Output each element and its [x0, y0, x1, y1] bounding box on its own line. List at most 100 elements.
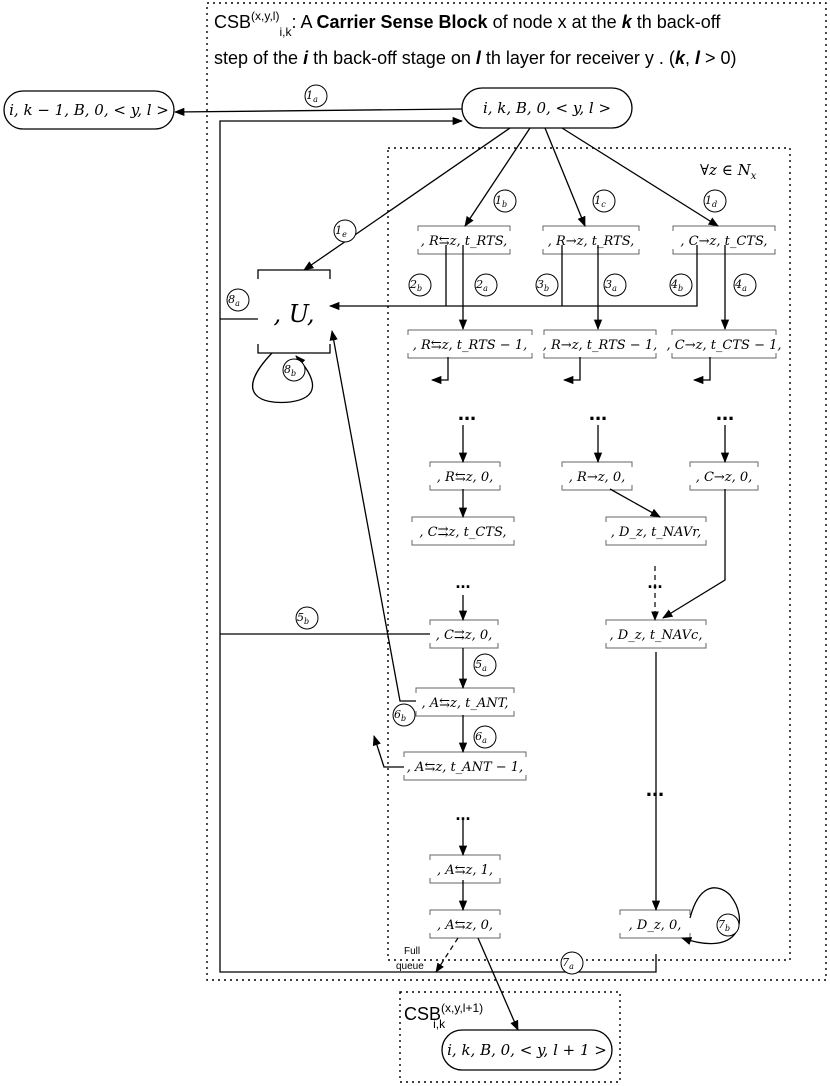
turn-arrow-1 — [430, 357, 449, 385]
transition-circle-l7b — [716, 913, 740, 937]
turn-arrow-3 — [692, 357, 711, 385]
transition-circle-l3b — [535, 273, 559, 297]
transition-circle-l8a — [226, 288, 250, 312]
ellipsis-col1-low: ... — [455, 804, 470, 824]
ellipsis-col2-low: ... — [646, 776, 664, 801]
transition-circle-l7a — [560, 951, 584, 975]
transition-circle-l1e — [333, 219, 357, 243]
transition-label-l3b: 3b — [537, 278, 549, 293]
state-label-a-ant: , A⇆z, t_ANT, — [421, 696, 508, 711]
u-state-label: , U, — [274, 300, 315, 328]
state-label-a-1: , A⇆z, 1, — [437, 863, 493, 878]
transition-circle-l3a — [603, 273, 627, 297]
state-label-c2-0: , C⇉z, 0, — [436, 628, 493, 643]
state-box-r-left-rts-m1 — [407, 329, 533, 359]
transition-circle-l5a — [473, 653, 497, 677]
transition-circle-l5b — [295, 606, 319, 630]
transition-label-l6b: 6b — [394, 708, 406, 723]
transition-circle-l1a — [304, 84, 328, 108]
state-label-d-navr: , D_z, t_NAVr, — [611, 525, 701, 540]
bottom-state-label: i, k, B, 0, < y, l + 1 > — [447, 1041, 607, 1059]
edge-col3-b — [662, 489, 726, 619]
top-state-label: i, k, B, 0, < y, l > — [483, 99, 611, 117]
bottom-csb-frame — [399, 991, 621, 1083]
ellipsis-col2-mid: ... — [647, 572, 662, 592]
ellipsis-col3-top: ... — [716, 400, 734, 425]
state-box-r-right-rts — [542, 225, 640, 255]
transition-circle-l1c — [592, 189, 616, 213]
state-label-r-left-0: , R⇆z, 0, — [437, 470, 493, 485]
ellipsis-col1-mid: ... — [455, 572, 470, 592]
transition-label-l7b: 7b — [718, 918, 730, 933]
state-label-c-cts: , C→z, t_CTS, — [680, 234, 767, 249]
transition-label-l7a: 7a — [562, 956, 574, 971]
transition-label-l2b: 2b — [409, 278, 422, 293]
u-state-bracket — [257, 269, 331, 354]
edge-1e — [303, 127, 511, 271]
transition-circle-l6a — [473, 725, 497, 749]
state-label-r-right-rts: , R→z, t_RTS, — [548, 234, 635, 249]
state-box-c-cts — [672, 225, 776, 255]
transition-circle-l2b — [408, 273, 432, 297]
state-label-d-navc: , D_z, t_NAVc, — [610, 628, 703, 643]
transition-label-l5a: 5a — [475, 658, 487, 673]
queue-label: queue — [396, 961, 424, 972]
ellipsis-group: ... ... ... ... ... ... ... — [455, 400, 734, 824]
state-label-c-cts-m1: , C→z, t_CTS − 1, — [666, 338, 781, 353]
bottom-state-node — [441, 1029, 613, 1071]
edge-to-bottom — [477, 937, 519, 1031]
caption-line-1: CSB(x,y,l)i,k: A Carrier Sense Block of … — [214, 9, 721, 39]
edge-1d — [561, 127, 719, 227]
edge-1c — [544, 127, 586, 227]
full-label: Full — [404, 946, 420, 957]
edge-8b — [252, 352, 314, 404]
edge-7a — [219, 116, 657, 973]
inner-forall-frame — [387, 147, 791, 961]
left-state-label: i, k − 1, B, 0, < y, l > — [9, 101, 169, 119]
bottom-csb-caption: CSB(x,y,l+1)i,k — [404, 1001, 483, 1031]
state-label-c2-cts: , C⇉z, t_CTS, — [419, 525, 506, 540]
edge-full-queue — [435, 937, 459, 973]
edge-1b — [464, 127, 531, 227]
transition-label-l8b: 8b — [284, 363, 296, 378]
transition-label-l1c: 1c — [594, 194, 606, 209]
outer-csb-frame — [206, 2, 827, 981]
transition-circle-l1d — [703, 189, 727, 213]
transition-label-l1d: 1d — [705, 194, 717, 209]
transition-label-l8a: 8a — [228, 293, 240, 308]
transition-circle-l4a — [733, 273, 757, 297]
edge-6b — [329, 329, 416, 702]
state-label-a-ant-m1: , A⇆z, t_ANT − 1, — [407, 760, 523, 775]
edge-4b — [328, 245, 698, 311]
state-label-a-0: , A⇆z, 0, — [437, 918, 493, 933]
transition-label-l6a: 6a — [475, 730, 487, 745]
transition-label-l5b: 5b — [297, 611, 309, 626]
transition-label-l1a: 1a — [306, 89, 318, 104]
caption-line-2: step of the i th back-off stage on l th … — [214, 48, 737, 68]
transition-circle-l8b — [282, 358, 306, 382]
state-label-r-right-rts-m1: , R→z, t_RTS − 1, — [543, 338, 657, 353]
transition-label-l1e: 1e — [335, 224, 347, 239]
state-box-r-left-rts — [417, 225, 511, 255]
ellipsis-col2-top: ... — [589, 400, 607, 425]
transition-circle-l4b — [669, 273, 693, 297]
edge-6b-stub — [372, 735, 404, 768]
forall-label: ∀z ∈ Nx — [700, 161, 757, 182]
edge-col2-b — [609, 488, 661, 518]
transition-label-l4a: 4a — [734, 278, 747, 293]
transition-circle-l1b — [493, 189, 517, 213]
transition-label-l1b: 1b — [495, 194, 507, 209]
state-label-r-left-rts: , R⇆z, t_RTS, — [421, 234, 508, 249]
transition-label-l2a: 2a — [475, 278, 488, 293]
transition-circle-l6b — [392, 703, 416, 727]
top-state-node — [461, 87, 633, 129]
state-label-r-left-rts-m1: , R⇆z, t_RTS − 1, — [413, 338, 527, 353]
transition-label-l4b: 4b — [670, 278, 683, 293]
transition-circle-l2a — [474, 273, 498, 297]
edge-7b — [681, 887, 740, 945]
transition-label-l3a: 3a — [605, 278, 617, 293]
edge-1a — [173, 107, 463, 117]
state-label-c-0: , C→z, 0, — [696, 470, 753, 485]
ellipsis-col1-top: ... — [458, 400, 476, 425]
